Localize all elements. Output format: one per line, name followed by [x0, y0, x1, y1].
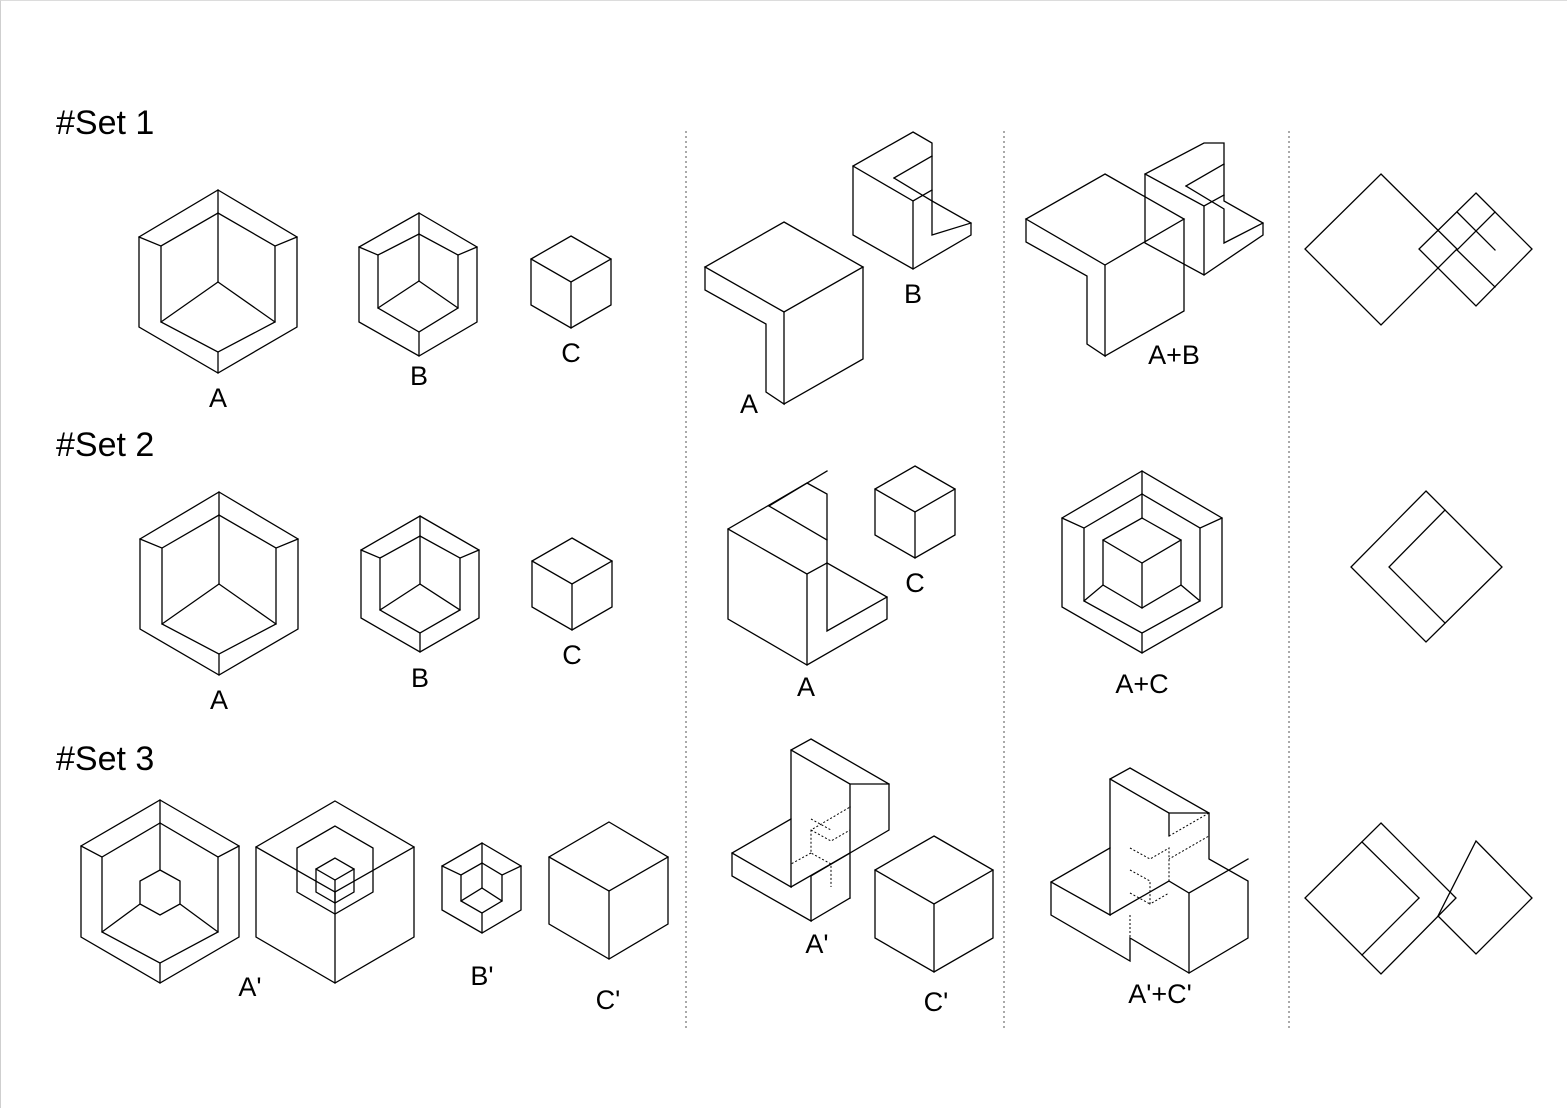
set-3-label-a-prime: A' — [238, 972, 261, 1002]
set-3-piece-c-prime-cube — [548, 821, 669, 960]
set-1-piece-b-hexagon — [358, 212, 478, 357]
set-3-label-b-prime: B' — [470, 961, 493, 991]
set-1-iso-piece-b — [852, 131, 972, 270]
set-1-combo-label: A+B — [1148, 340, 1200, 370]
set-3-piece-a-prime-hexagon-inverse — [255, 800, 415, 984]
set-1-piece-c-cube — [530, 235, 612, 329]
set-3-combo-label: A'+C' — [1128, 979, 1192, 1009]
set-3-title: #Set 3 — [56, 740, 154, 778]
set-2-top-view — [1350, 490, 1503, 643]
set-2-iso-label-c: C — [905, 568, 925, 598]
set-2-piece-c-cube — [531, 537, 613, 631]
set-1-iso-label-b: B — [904, 279, 922, 309]
set-2-label-c: C — [562, 640, 582, 670]
set-1-top-view — [1304, 173, 1533, 326]
set-2-iso-piece-c — [874, 465, 956, 559]
set-2-combo-a-plus-c — [1061, 470, 1223, 654]
set-1-label-a: A — [209, 383, 227, 413]
set-3-iso-label-a-prime: A' — [805, 929, 828, 959]
set-2-label-b: B — [411, 663, 429, 693]
set-1-combo-a-plus-b — [1024, 142, 1264, 358]
set-1-iso-label-a: A — [740, 389, 758, 419]
set-3-iso-label-c-prime: C' — [924, 987, 949, 1017]
set-3-iso-piece-a-prime — [731, 738, 890, 923]
set-3-combo-a-prime-plus-c-prime — [1050, 767, 1249, 974]
set-2-label-a: A — [210, 685, 228, 715]
set-2-piece-b-hexagon — [360, 515, 480, 653]
set-3-piece-a-prime-hexagon — [80, 799, 240, 984]
set-1-title: #Set 1 — [56, 104, 154, 142]
set-1-piece-a-hexagon — [138, 189, 298, 374]
set-3-piece-b-prime-hexagon — [441, 842, 522, 934]
set-2-iso-piece-a — [727, 470, 888, 666]
set-2-title: #Set 2 — [56, 426, 154, 464]
set-3-top-view — [1304, 822, 1533, 975]
set-2-iso-label-a: A — [797, 672, 815, 702]
set-2-piece-a-hexagon — [139, 491, 299, 676]
set-1-iso-piece-a — [703, 221, 865, 406]
set-1-label-c: C — [561, 338, 581, 368]
set-2-combo-label: A+C — [1115, 669, 1168, 699]
set-1-label-b: B — [410, 361, 428, 391]
set-3-iso-piece-c-prime — [874, 835, 994, 973]
set-3-label-c-prime: C' — [596, 985, 621, 1015]
